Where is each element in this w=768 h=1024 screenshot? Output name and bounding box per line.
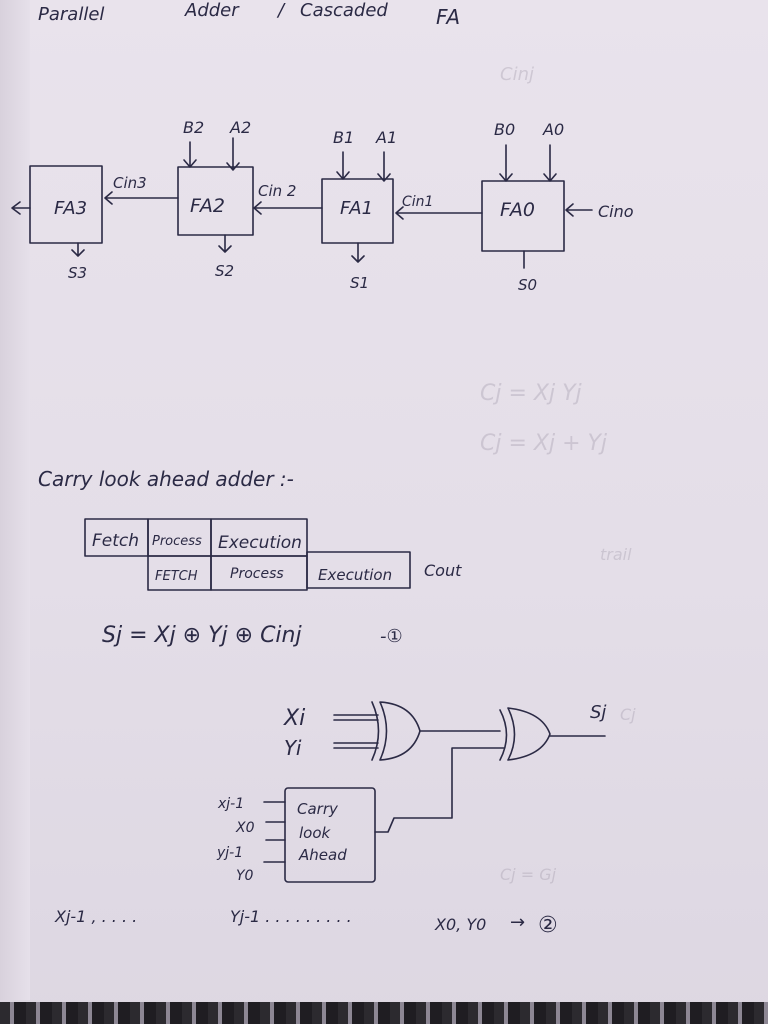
cla-input-wires — [263, 801, 286, 863]
input-xi-label: Xi — [283, 706, 305, 731]
s1-label: S1 — [350, 274, 369, 292]
cin0-label: Cino — [598, 202, 634, 221]
notebook-binding-strip — [0, 1002, 768, 1024]
xor1-back-curve — [371, 701, 380, 761]
pipeline-cout-label: Cout — [424, 561, 462, 580]
pipeline-row2-cell3 — [306, 551, 411, 589]
footer-arrow: → — [510, 912, 525, 933]
b2-arrow — [183, 141, 197, 168]
heading-word-fa: FA — [436, 5, 460, 29]
heading-word-parallel: Parallel — [38, 4, 104, 25]
s2-label: S2 — [215, 262, 234, 280]
s1-arrow — [351, 242, 365, 263]
fa3-label: FA3 — [54, 198, 87, 219]
cla-input-y0: Y0 — [236, 868, 254, 884]
cla-box-line1: Carry — [297, 800, 339, 818]
output-sj-label: Sj — [590, 702, 606, 723]
fa3-carry-out-arrow — [11, 201, 31, 215]
heading-word-adder: Adder — [184, 0, 240, 21]
pipeline-row2-process: Process — [230, 566, 284, 582]
s2-arrow — [218, 234, 232, 253]
xor1-gate — [379, 701, 421, 761]
svg-text:Cj = Xj Yj: Cj = Xj Yj — [480, 381, 583, 406]
heading-separator: / — [276, 0, 286, 21]
s3-arrow — [71, 242, 85, 257]
pipeline-row2-fetch: FETCH — [155, 569, 198, 584]
b1-label: B1 — [333, 128, 354, 147]
input-yi-label: Yi — [284, 736, 302, 760]
fa3-block — [29, 165, 103, 244]
cla-input-x0: X0 — [235, 820, 255, 836]
xor2-gate — [507, 707, 551, 761]
cin1-line — [395, 206, 483, 220]
b0-label: B0 — [494, 120, 515, 139]
svg-text:Cj: Cj — [620, 705, 636, 724]
pipeline-row1-execution: Execution — [218, 533, 302, 553]
cla-box-line3: Ahead — [298, 846, 347, 864]
fa0-block — [481, 180, 565, 252]
footer-line: Xj-1 , . . . . Yj-1 . . . . . . . . . X0… — [54, 907, 558, 938]
cin2-label: Cin 2 — [258, 182, 296, 200]
pipeline-row2-execution: Execution — [318, 566, 392, 584]
cin2-line — [253, 201, 323, 215]
a0-arrow — [543, 144, 557, 182]
cin1-label: Cin1 — [402, 194, 433, 210]
s0-label: S0 — [518, 276, 537, 294]
a1-label: A1 — [375, 128, 397, 147]
pipeline-row1-process: Process — [152, 534, 202, 549]
heading-word-cascaded: Cascaded — [300, 0, 388, 21]
cin0-arrow — [565, 203, 593, 217]
carry-to-xor2-wire — [374, 747, 505, 833]
sum-equation: Sj = Xj ⊕ Yj ⊕ Cinj — [102, 623, 302, 648]
b1-arrow — [336, 151, 350, 180]
footer-y-range: Yj-1 . . . . . . . . . — [230, 907, 352, 926]
cla-input-xj-1: xj-1 — [217, 796, 244, 812]
cla-title: Carry look ahead adder :- — [38, 467, 294, 491]
footer-x-range: Xj-1 , . . . . — [54, 907, 137, 926]
a2-arrow — [226, 137, 240, 171]
pipeline-diagram: Fetch Process Execution FETCH Process Ex… — [84, 518, 462, 591]
fa2-label: FA2 — [190, 195, 225, 217]
s3-label: S3 — [68, 264, 87, 282]
cla-box-line2: look — [299, 824, 332, 842]
a2-label: A2 — [229, 118, 251, 137]
cin3-label: Cin3 — [113, 174, 147, 192]
page-heading: Parallel Adder / Cascaded FA — [38, 0, 460, 29]
equation-number-1: -① — [380, 626, 403, 647]
cin3-line — [104, 191, 179, 205]
a1-arrow — [377, 151, 391, 182]
svg-text:trail: trail — [600, 545, 632, 564]
svg-text:Cinj: Cinj — [500, 64, 534, 85]
b2-label: B2 — [183, 118, 204, 137]
xor2-back-curve — [499, 709, 508, 761]
svg-text:Cj = Gj: Cj = Gj — [500, 865, 557, 884]
carry-look-ahead-block — [284, 787, 376, 883]
sum-logic-circuit: Xi Yi Sj Carry look Ahead xj-1 X0 yj-1 Y… — [216, 701, 606, 884]
cascaded-adder-diagram: FA3 S3 Cin3 FA2 B2 A2 S2 Cin 2 FA1 B1 A1… — [11, 118, 634, 294]
fa2-block — [177, 166, 254, 236]
a0-label: A0 — [542, 120, 564, 139]
svg-text:Cj = Xj + Yj: Cj = Xj + Yj — [480, 431, 608, 456]
pipeline-row1-fetch: Fetch — [92, 531, 139, 551]
fa0-label: FA0 — [500, 199, 535, 221]
bleed-through: Cinj Cj = Xj Yj Cj = Xj + Yj trail Cj Cj… — [480, 64, 636, 884]
cla-input-yj-1: yj-1 — [216, 845, 243, 861]
footer-x0-y0: X0, Y0 — [434, 915, 486, 934]
xor1-input-wires — [333, 714, 379, 749]
fa1-label: FA1 — [340, 198, 373, 219]
equation-number-2: ② — [538, 913, 558, 938]
b0-arrow — [499, 144, 513, 182]
